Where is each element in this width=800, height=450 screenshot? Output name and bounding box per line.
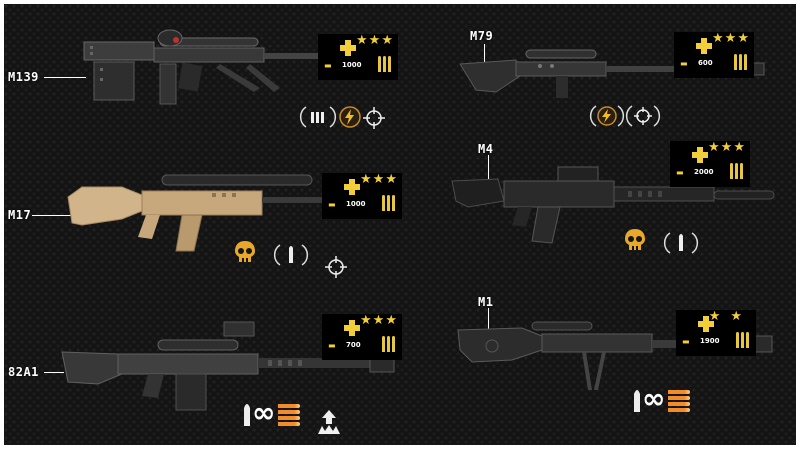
ammo-icon — [734, 54, 748, 70]
rating-stars: ★★★ — [712, 31, 750, 46]
rating-stars: ★★★ — [356, 33, 394, 48]
rifle-image-m17 — [67, 174, 376, 252]
stats-panel: ★★★ ▬ 700 — [322, 314, 402, 360]
stat-value: 2000 — [694, 168, 714, 176]
stats-panel: ★★★ ▬ 600 — [674, 32, 754, 78]
ammo-icon — [378, 56, 392, 72]
weapon-label: M4 — [478, 142, 494, 156]
bullet-icon[interactable] — [663, 229, 699, 257]
stats-panel: ★★ ▬ 1900 — [676, 310, 756, 356]
impact-icon[interactable] — [314, 408, 344, 438]
weapon-label: M1 — [478, 295, 494, 309]
coin-icon: ▬ — [680, 59, 688, 68]
rating-stars: ★★★ — [360, 313, 398, 328]
ammo-icon — [382, 195, 396, 211]
upgrade-plus-icon — [696, 38, 712, 54]
leader-line — [32, 215, 74, 216]
upgrade-plus-icon — [692, 147, 708, 163]
bullets-icon[interactable] — [299, 104, 337, 130]
leader-line — [488, 308, 489, 330]
weapon-card-m1[interactable]: M1 ★★ ▬ 1900 ∞ — [400, 295, 796, 445]
single-bullet-icon[interactable] — [242, 400, 252, 428]
ammo-icon — [736, 332, 750, 348]
leader-line — [488, 155, 489, 181]
weapon-label: M17 — [8, 208, 32, 222]
rifle-image-m4 — [451, 166, 775, 244]
stats-panel: ★★★ ▬ 2000 — [670, 141, 750, 187]
weapon-label: M79 — [470, 29, 494, 43]
bullet-icon[interactable] — [273, 241, 309, 269]
coin-icon: ▬ — [682, 337, 690, 346]
weapon-card-82a1[interactable]: 82A1 ★★★ ▬ 700 ∞ — [4, 298, 402, 445]
weapon-grid: M139 ★★★ ▬ 1000 — [4, 4, 796, 445]
rating-stars: ★★ — [708, 309, 752, 324]
stat-value: 1900 — [700, 337, 720, 345]
crosshair-icon[interactable] — [324, 255, 348, 279]
upgrade-plus-icon — [344, 320, 360, 336]
rating-stars: ★★★ — [360, 172, 398, 187]
leader-line — [44, 372, 64, 373]
ammo-icon — [730, 163, 744, 179]
infinity-icon: ∞ — [252, 396, 276, 429]
weapon-card-m17[interactable]: M17 ★★★ ▬ 1000 — [4, 151, 402, 298]
weapon-label: 82A1 — [8, 365, 39, 379]
stats-panel: ★★★ ▬ 1000 — [322, 173, 402, 219]
skull-icon[interactable] — [622, 227, 648, 253]
coin-icon: ▬ — [676, 168, 684, 177]
upgrade-plus-icon — [340, 40, 356, 56]
weapon-card-m139[interactable]: M139 ★★★ ▬ 1000 — [4, 4, 400, 151]
weapon-card-m79[interactable]: M79 ★★★ ▬ 600 — [400, 4, 796, 151]
leader-line — [44, 77, 86, 78]
stat-value: 700 — [346, 341, 361, 349]
ammo-stack-icon — [278, 404, 302, 426]
lightning-icon[interactable] — [338, 105, 362, 129]
ammo-stack-icon — [668, 390, 692, 412]
upgrade-plus-icon — [698, 316, 714, 332]
ammo-icon — [382, 336, 396, 352]
coin-icon: ▬ — [324, 61, 332, 70]
infinity-icon: ∞ — [642, 382, 666, 415]
stat-value: 1000 — [346, 200, 366, 208]
weapon-label: M139 — [8, 70, 39, 84]
stat-value: 1000 — [342, 61, 362, 69]
coin-icon: ▬ — [328, 341, 336, 350]
skull-icon[interactable] — [232, 239, 258, 265]
crosshair-icon[interactable] — [362, 106, 386, 130]
rating-stars: ★★★ — [708, 140, 746, 155]
crosshair-icon[interactable] — [625, 102, 661, 130]
weapon-card-m4[interactable]: M4 ★★★ ▬ 2000 — [400, 141, 796, 298]
upgrade-plus-icon — [344, 179, 360, 195]
stat-value: 600 — [698, 59, 713, 67]
single-bullet-icon[interactable] — [632, 386, 642, 414]
stats-panel: ★★★ ▬ 1000 — [318, 34, 398, 80]
coin-icon: ▬ — [328, 200, 336, 209]
rifle-image-82a1 — [61, 321, 395, 411]
lightning-icon[interactable] — [589, 102, 625, 130]
leader-line — [484, 44, 485, 68]
